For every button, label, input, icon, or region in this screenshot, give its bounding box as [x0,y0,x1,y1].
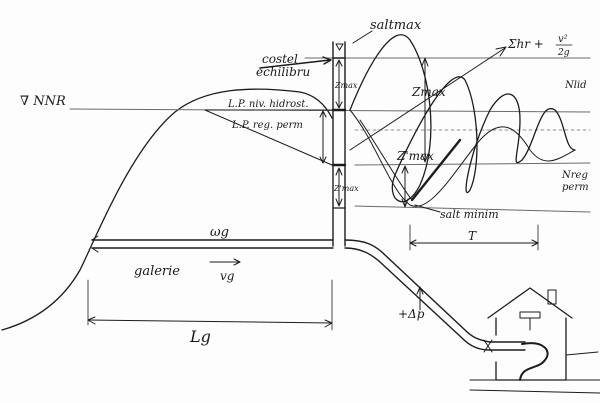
zmax-mid-label: Z'max [396,149,434,163]
decline-stroke [410,138,462,202]
mountain-profile [1,88,333,331]
nnr-label: ∇ NNR [20,94,66,109]
lp-permanent-label: L.P. reg. perm [231,120,303,131]
zmax-right-label: Zmax [411,85,446,99]
penstock-upper [344,239,526,343]
zmax-low-label: Z'max [333,184,359,193]
vg-arrowhead [233,258,241,266]
wg-label: ωg [210,225,229,240]
vg-label: vg [220,269,235,283]
energy-line-arrow [349,47,506,151]
gallery-inlet [91,235,99,253]
chimney [547,289,557,305]
power-house-walls [495,317,567,381]
v2-denominator: 2g [557,48,570,58]
period-label: T [468,229,477,243]
lg-dim-line [87,319,333,324]
dp-label: +Δp [398,307,425,321]
regime-dim-arrowheads [319,110,327,164]
lg-arrowheads [87,316,333,328]
power-house-roof [487,287,573,319]
ground-right [565,351,599,356]
saltmax-label: saltmax [370,18,422,33]
sum-hr-label: Σhr + [507,37,544,51]
penstock-lower [344,247,526,351]
lg-label: Lg [189,327,211,346]
min-surge-line [354,205,591,213]
costel-label: costel [262,52,298,66]
zmax-top-arrowheads [335,59,343,109]
v2-numerator: v² [558,34,568,45]
surge-oscillation-lower [359,119,413,201]
salt-minim-pointer [414,204,441,213]
perm-label: perm [562,182,589,193]
valve [483,339,493,353]
permanent-regime-line [354,162,591,166]
lp-hydrostatic-label: L.P. niv. hidrost. [227,99,309,110]
turbine-scroll [519,342,549,381]
water-level-triangle [335,43,344,51]
costel-arrowhead [322,56,332,65]
costel-arrow [259,59,331,69]
dp-arrowhead [416,286,424,295]
z-min-vertical-arrowheads [401,165,409,208]
surge-oscillation-damped [349,109,576,207]
nlid-label: Nlid [564,80,587,91]
tailwater-ground [469,379,600,394]
energy-line-arrowhead [495,46,507,57]
crane [519,311,541,319]
surge-oscillation-main [349,34,576,203]
echilibru-label: echilibru [256,65,310,79]
saltmax-pointer [352,30,373,44]
salt-minim-label: salt minim [440,208,499,221]
galerie-label: galerie [134,264,180,279]
permanent-piezometric-line [204,109,333,166]
zmax-low-arrowheads [335,167,343,207]
z-max-vertical-arrowheads [421,57,429,163]
zmax-top-label: Zmax [334,81,358,90]
nreg-label: Nreg [561,170,588,181]
